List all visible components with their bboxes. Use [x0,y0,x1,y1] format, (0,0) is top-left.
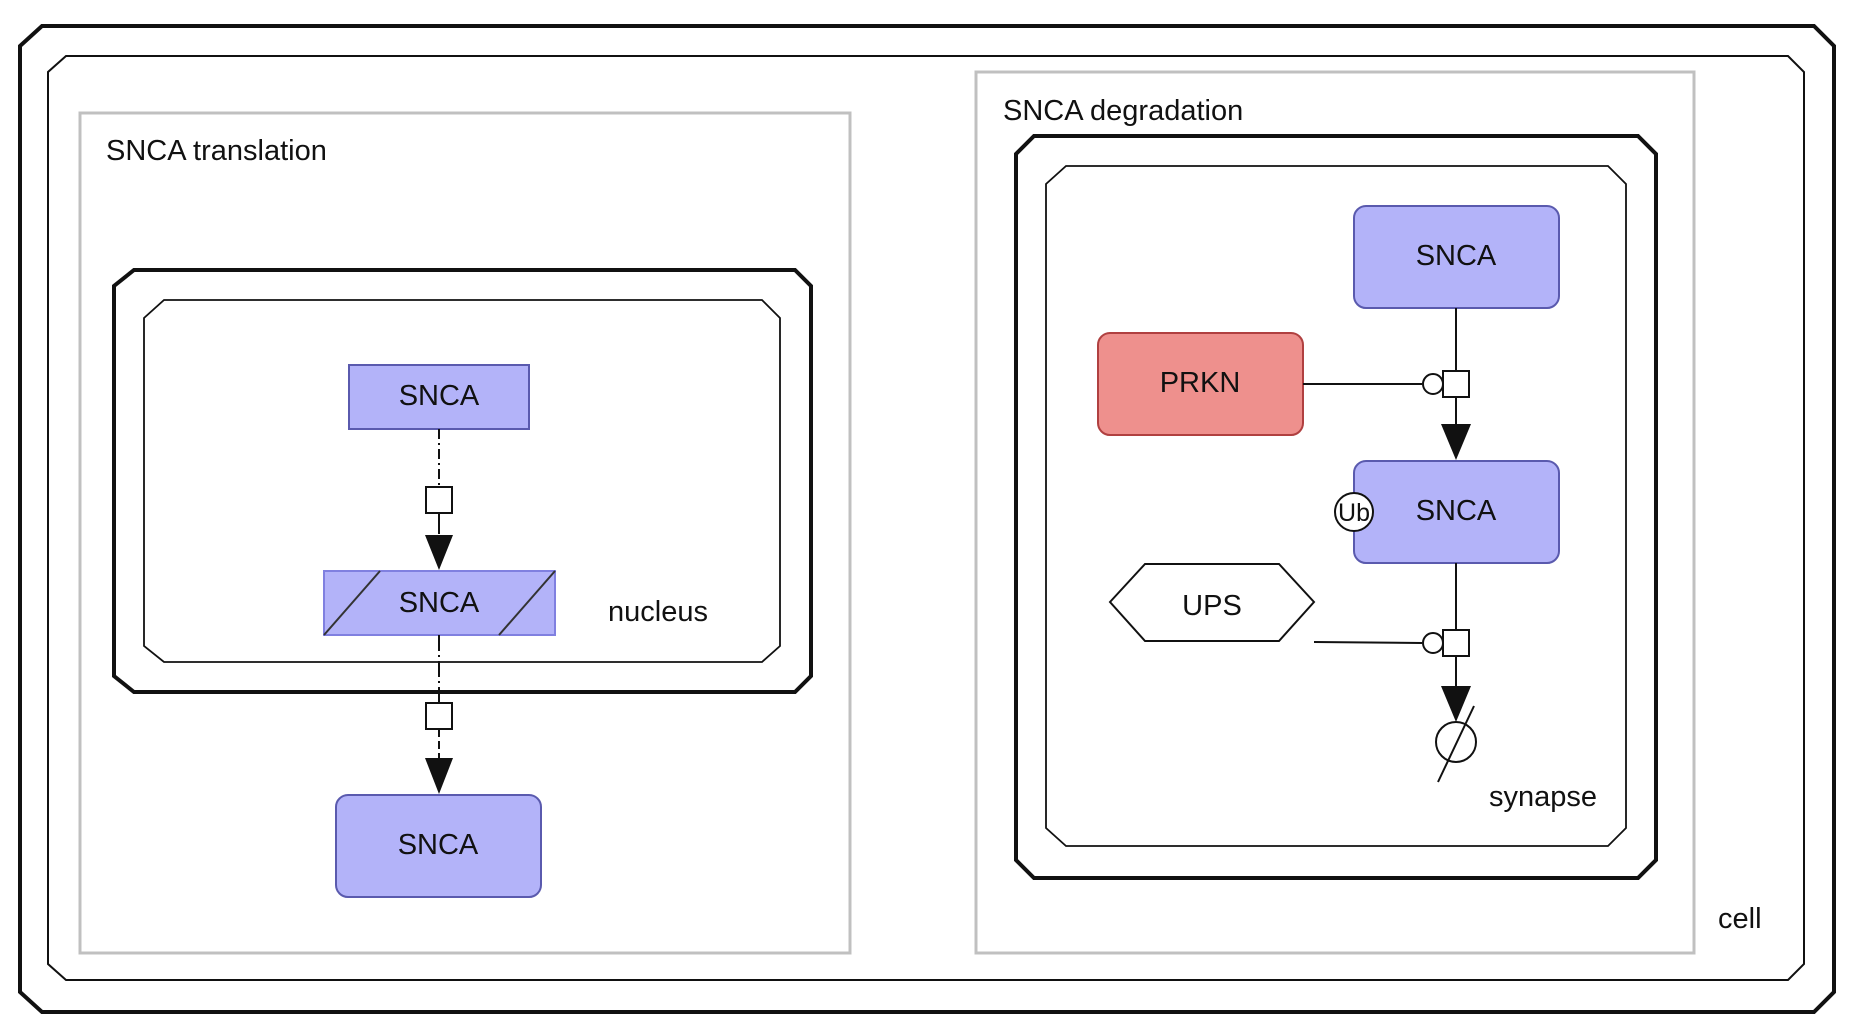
degradation-arrowhead [1441,686,1471,722]
ub-state-label: Ub [1338,499,1370,527]
synapse-label: synapse [1489,781,1597,813]
rna-right-slash [498,570,556,636]
rna-left-slash [323,570,381,636]
ups-catalysis-circle [1422,632,1444,654]
nucleus-label: nucleus [608,596,708,628]
snca-protein-translated-label: SNCA [398,829,479,861]
snca-rna-node[interactable] [323,570,556,636]
snca-protein-translated-node[interactable] [335,794,542,898]
snca-gene-label: SNCA [399,380,480,412]
degradation-sink-slash [1437,705,1475,783]
snca-protein-source-label: SNCA [1416,240,1497,272]
transcription-process[interactable] [425,486,453,514]
submap-degradation-title: SNCA degradation [1003,95,1243,127]
translation-process[interactable] [425,702,453,730]
ups-node[interactable] [1108,563,1316,642]
ubiquitination-process[interactable] [1442,370,1470,398]
translation-arrowhead [425,758,453,794]
snca-protein-ub-label: SNCA [1416,495,1497,527]
ub-state-variable[interactable] [1334,492,1374,532]
ups-catalysis-arc [1313,641,1423,644]
prkn-label: PRKN [1160,367,1241,399]
submap-degradation[interactable] [974,70,1696,955]
cell-label: cell [1718,903,1762,935]
prkn-catalysis-circle [1422,373,1444,395]
ubiquitination-arrowhead [1441,424,1471,460]
synapse-compartment[interactable] [1014,134,1658,880]
snca-gene-node[interactable] [348,364,530,430]
submap-translation[interactable] [78,111,852,955]
submap-translation-title: SNCA translation [106,135,327,167]
transcription-arrowhead [425,535,453,570]
snca-rna-label: SNCA [399,587,480,619]
cell-compartment[interactable] [18,24,1836,1014]
ups-label: UPS [1182,590,1242,622]
degradation-process[interactable] [1442,629,1470,657]
nucleus-compartment[interactable] [112,268,813,694]
